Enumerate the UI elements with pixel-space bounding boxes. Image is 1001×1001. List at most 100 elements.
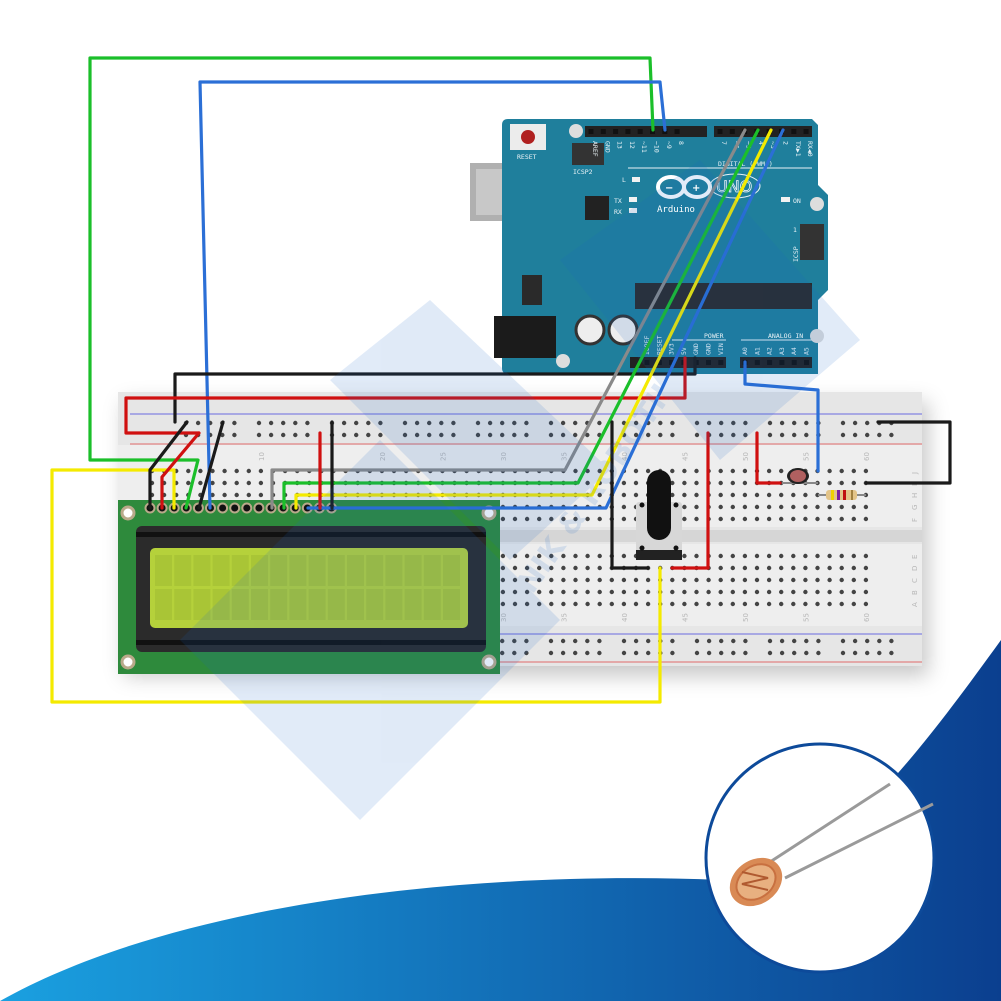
breadboard-hole[interactable] [645, 601, 651, 607]
breadboard-hole[interactable] [633, 468, 639, 474]
breadboard-hole[interactable] [730, 468, 735, 474]
breadboard-hole[interactable] [633, 589, 639, 595]
rail-hole[interactable] [804, 420, 809, 426]
rail-hole[interactable] [573, 420, 578, 426]
rail-hole[interactable] [475, 432, 481, 438]
breadboard-hole[interactable] [222, 468, 227, 474]
rail-hole[interactable] [366, 432, 371, 438]
rail-hole[interactable] [889, 432, 894, 438]
breadboard-hole[interactable] [694, 553, 699, 559]
breadboard-hole[interactable] [863, 601, 869, 607]
breadboard-hole[interactable] [585, 601, 590, 607]
breadboard-hole[interactable] [210, 480, 215, 486]
breadboard-hole[interactable] [585, 565, 590, 571]
rail-hole[interactable] [852, 650, 858, 656]
rail-hole[interactable] [500, 420, 505, 426]
breadboard-hole[interactable] [621, 577, 627, 583]
rail-hole[interactable] [548, 420, 554, 426]
breadboard-hole[interactable] [827, 468, 832, 474]
header-pin[interactable] [669, 360, 675, 365]
breadboard-hole[interactable] [621, 480, 627, 486]
breadboard-hole[interactable] [524, 565, 530, 571]
rail-hole[interactable] [268, 420, 274, 426]
breadboard-hole[interactable] [839, 480, 844, 486]
breadboard-hole[interactable] [803, 516, 808, 522]
breadboard-hole[interactable] [754, 504, 760, 510]
breadboard-hole[interactable] [210, 492, 215, 498]
rail-hole[interactable] [585, 650, 590, 656]
rail-hole[interactable] [366, 420, 371, 426]
rail-hole[interactable] [524, 420, 529, 426]
breadboard-hole[interactable] [573, 565, 578, 571]
breadboard-hole[interactable] [258, 468, 264, 474]
breadboard-hole[interactable] [766, 504, 772, 510]
breadboard-hole[interactable] [706, 577, 711, 583]
breadboard-hole[interactable] [754, 553, 760, 559]
breadboard-hole[interactable] [779, 504, 784, 510]
header-pin[interactable] [791, 129, 797, 134]
breadboard-hole[interactable] [561, 565, 566, 571]
breadboard-hole[interactable] [791, 601, 796, 607]
breadboard-hole[interactable] [585, 480, 590, 486]
rail-hole[interactable] [633, 638, 639, 644]
rail-hole[interactable] [816, 650, 821, 656]
lcd-pin[interactable] [217, 502, 229, 514]
breadboard-hole[interactable] [718, 601, 723, 607]
breadboard-hole[interactable] [742, 553, 748, 559]
breadboard-hole[interactable] [791, 553, 796, 559]
rail-hole[interactable] [840, 420, 846, 426]
breadboard-hole[interactable] [791, 577, 796, 583]
breadboard-hole[interactable] [791, 565, 796, 571]
rail-hole[interactable] [560, 650, 566, 656]
rail-hole[interactable] [414, 432, 420, 438]
breadboard-hole[interactable] [537, 577, 542, 583]
rail-hole[interactable] [658, 432, 663, 438]
rail-hole[interactable] [816, 638, 821, 644]
potentiometer[interactable] [636, 470, 682, 560]
breadboard-hole[interactable] [839, 577, 844, 583]
breadboard-hole[interactable] [682, 468, 687, 474]
rail-hole[interactable] [305, 420, 310, 426]
breadboard-hole[interactable] [851, 577, 856, 583]
rail-hole[interactable] [427, 432, 432, 438]
rail-hole[interactable] [524, 638, 529, 644]
rail-hole[interactable] [731, 432, 736, 438]
rail-hole[interactable] [560, 420, 566, 426]
breadboard-hole[interactable] [186, 468, 191, 474]
rail-hole[interactable] [694, 432, 700, 438]
breadboard-hole[interactable] [754, 492, 760, 498]
header-pin[interactable] [625, 129, 631, 134]
breadboard-hole[interactable] [670, 601, 675, 607]
rail-hole[interactable] [268, 432, 274, 438]
breadboard-hole[interactable] [512, 601, 518, 607]
breadboard-hole[interactable] [537, 601, 542, 607]
breadboard-hole[interactable] [585, 589, 590, 595]
breadboard-hole[interactable] [694, 504, 699, 510]
header-pin[interactable] [674, 129, 680, 134]
rail-hole[interactable] [475, 420, 481, 426]
breadboard-hole[interactable] [549, 589, 554, 595]
rail-hole[interactable] [633, 432, 639, 438]
breadboard-hole[interactable] [524, 601, 530, 607]
breadboard-hole[interactable] [682, 480, 687, 486]
breadboard-hole[interactable] [645, 577, 651, 583]
rail-hole[interactable] [232, 432, 237, 438]
header-pin[interactable] [656, 360, 662, 365]
breadboard-hole[interactable] [863, 565, 869, 571]
breadboard-hole[interactable] [803, 589, 808, 595]
header-pin[interactable] [706, 360, 711, 365]
rail-hole[interactable] [354, 432, 359, 438]
rail-hole[interactable] [804, 432, 809, 438]
rail-hole[interactable] [573, 432, 578, 438]
breadboard-hole[interactable] [524, 589, 530, 595]
breadboard-hole[interactable] [694, 516, 699, 522]
rail-hole[interactable] [779, 638, 785, 644]
rail-hole[interactable] [293, 420, 298, 426]
breadboard-hole[interactable] [718, 516, 723, 522]
header-pin[interactable] [588, 129, 594, 134]
breadboard-hole[interactable] [694, 601, 699, 607]
rail-hole[interactable] [840, 638, 846, 644]
breadboard-hole[interactable] [198, 468, 203, 474]
breadboard-hole[interactable] [621, 504, 627, 510]
breadboard-hole[interactable] [827, 480, 832, 486]
